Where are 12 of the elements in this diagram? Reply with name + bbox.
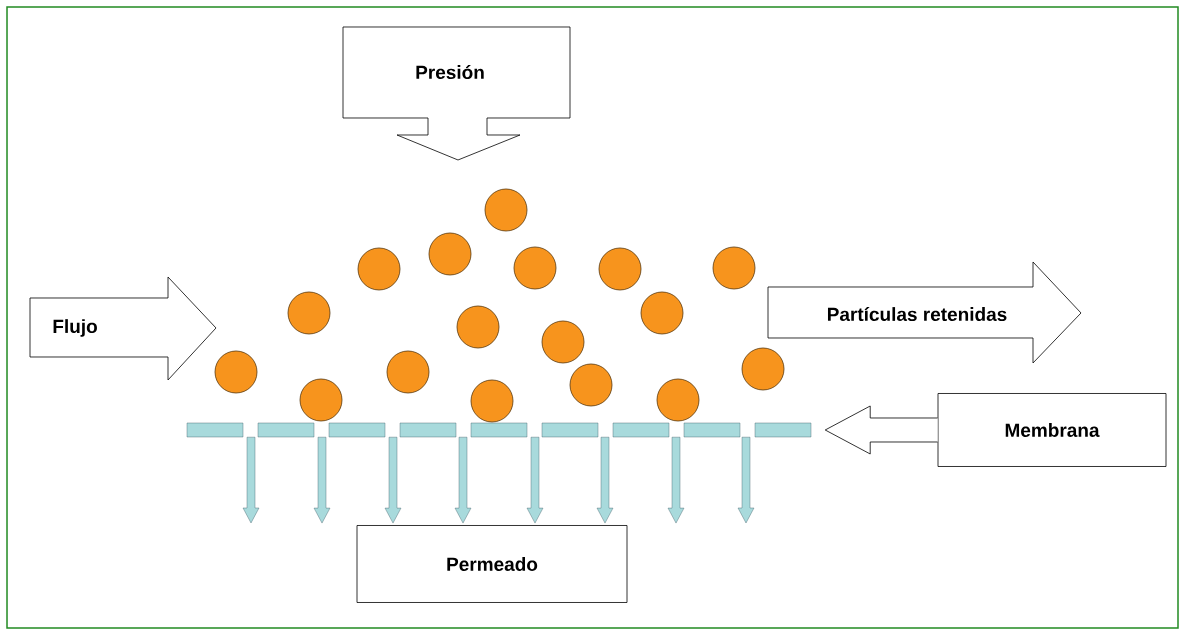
arrow: [313, 437, 331, 524]
label-box: Membrana: [937, 393, 1167, 467]
arrow: [454, 437, 472, 524]
arrow: [526, 437, 544, 524]
label-box: Permeado: [356, 525, 628, 603]
arrow: [242, 437, 260, 524]
arrow: [384, 437, 402, 524]
block-arrow: [824, 405, 938, 455]
arrow: [596, 437, 614, 524]
arrow: [667, 437, 685, 524]
membrane-drawing: [186, 422, 812, 438]
arrow: [737, 437, 755, 524]
